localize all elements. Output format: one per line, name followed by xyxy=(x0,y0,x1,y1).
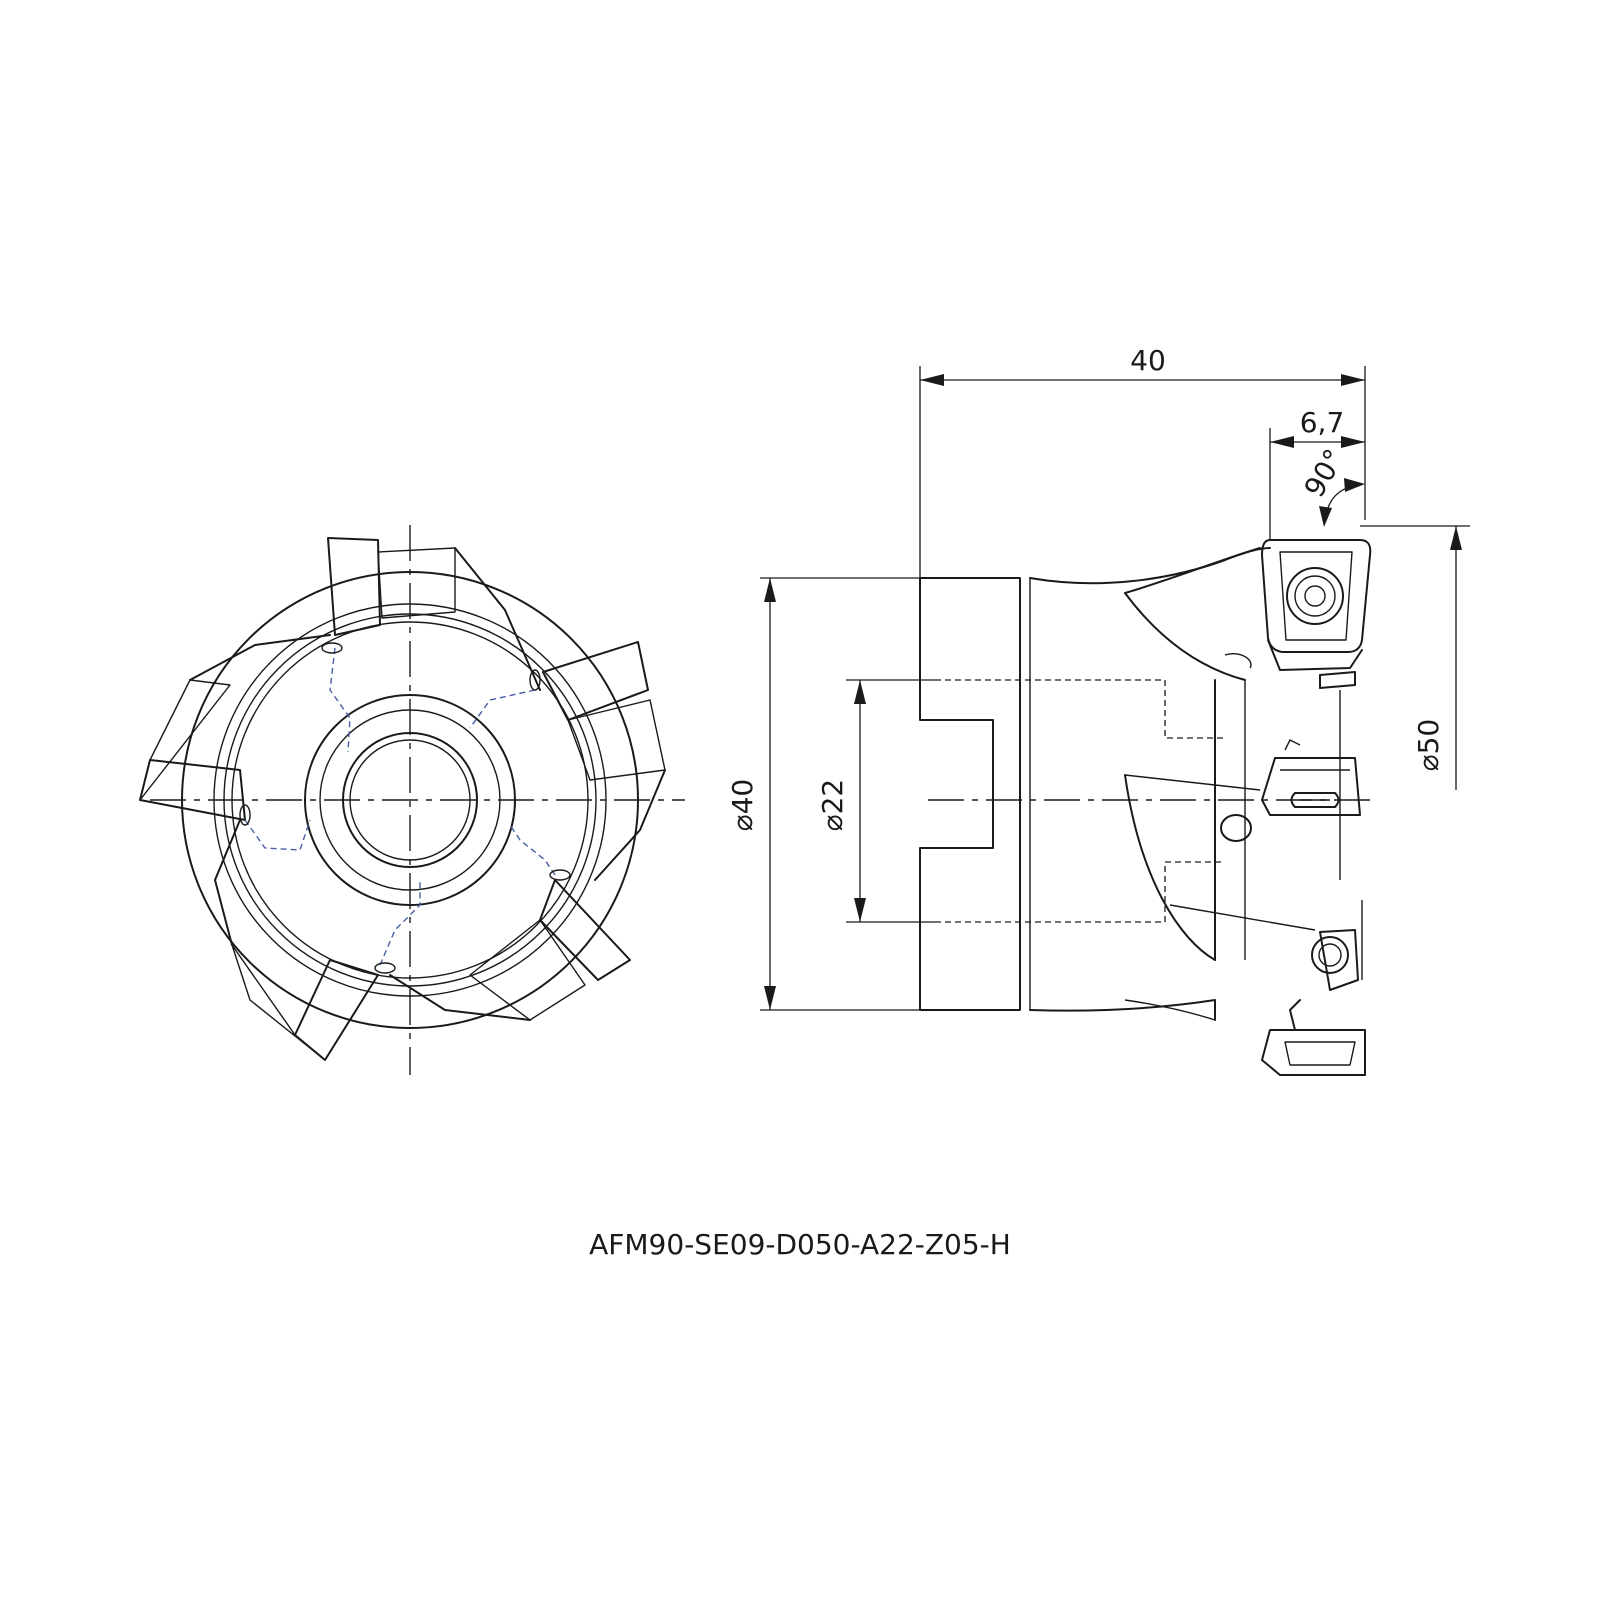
bottom-insert xyxy=(1261,999,1366,1076)
insert-pocket-3 xyxy=(389,824,631,1021)
lower-screw xyxy=(1311,936,1349,974)
hub-outer-circle xyxy=(304,694,516,906)
hub-ring xyxy=(319,709,501,891)
middle-insert xyxy=(1261,739,1361,816)
dim-angle-label: 90° xyxy=(1298,443,1351,502)
flute-middle xyxy=(1124,774,1216,961)
body-ring-2 xyxy=(223,613,597,987)
insert-screw xyxy=(1286,567,1344,625)
flute-middle-edge xyxy=(1124,774,1261,791)
flute-lower-edge xyxy=(1169,904,1316,931)
dim-length-label: 40 xyxy=(1130,344,1166,377)
side-view xyxy=(919,539,1375,1076)
front-view xyxy=(139,525,685,1075)
insert-pocket-1 xyxy=(321,537,541,753)
body-bottom-curve xyxy=(1029,999,1216,1021)
flute-bottom xyxy=(1124,999,1216,1021)
hidden-bore-bottom xyxy=(935,861,1225,923)
dim-insert-height-label: 6,7 xyxy=(1300,406,1345,439)
middle-insert-screw xyxy=(1290,792,1340,808)
dim-shank-diameter-label: ⌀40 xyxy=(726,779,759,832)
dimension-lines xyxy=(760,366,1470,1011)
part-number-title: AFM90-SE09-D050-A22-Z05-H xyxy=(589,1228,1011,1261)
coolant-hole xyxy=(1220,814,1252,842)
insert-pocket-2 xyxy=(469,641,666,881)
top-insert xyxy=(1224,539,1372,689)
shank-block xyxy=(919,577,1021,1011)
bore-circle xyxy=(342,732,478,868)
body-ring-3 xyxy=(231,621,589,979)
flute-top xyxy=(1124,592,1246,681)
lower-insert xyxy=(1311,900,1363,991)
flute-top-edge xyxy=(1124,547,1261,594)
dim-cutter-diameter-label: ⌀50 xyxy=(1412,719,1445,772)
body-top-curve xyxy=(1029,547,1271,585)
insert-pocket-5 xyxy=(139,634,331,851)
insert-pocket-4 xyxy=(214,819,421,1061)
hidden-bore-top xyxy=(935,679,1225,739)
body-outer-circle xyxy=(181,571,639,1029)
body-ring-1 xyxy=(213,603,607,997)
bore-inner-circle xyxy=(349,739,471,861)
dim-bore-diameter-label: ⌀22 xyxy=(816,779,849,832)
